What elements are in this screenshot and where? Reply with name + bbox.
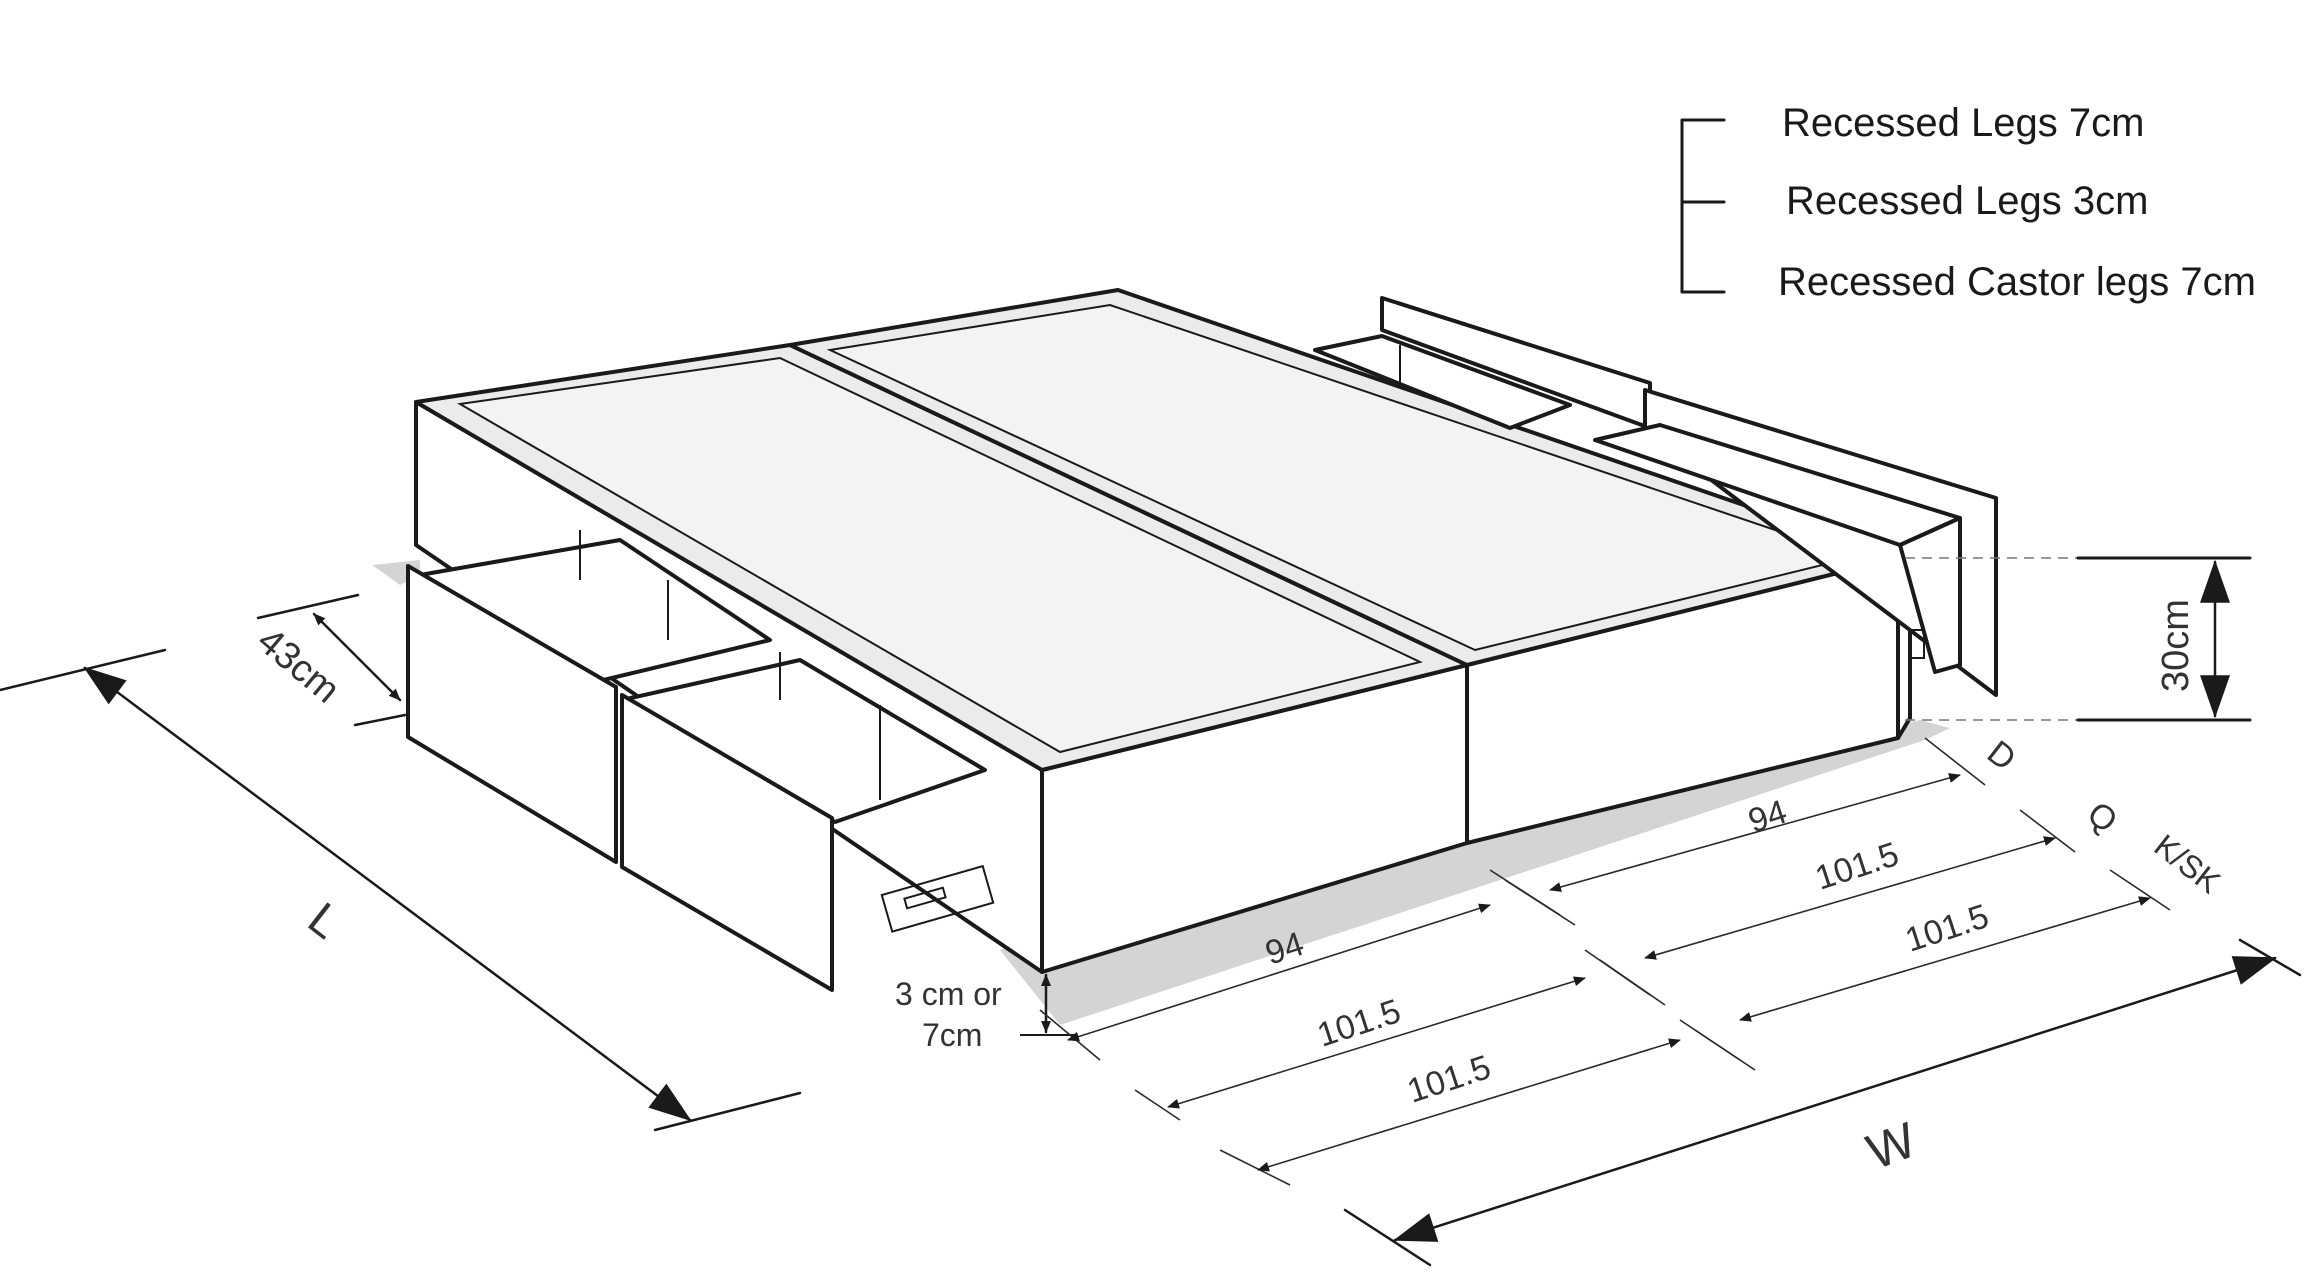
height-dimension: 30cm bbox=[1905, 556, 2252, 722]
width-label: W bbox=[1860, 1111, 1924, 1180]
legend-bracket bbox=[1680, 118, 1726, 294]
drawer-a-box bbox=[1313, 334, 1572, 430]
dim-ksk-code: K/SK bbox=[2148, 827, 2228, 900]
dim-ksk-right-line bbox=[1739, 896, 2151, 1022]
drawer-depth-dimension: 43cm bbox=[249, 593, 407, 727]
leg-height-dimension: 3 cm or 7cm bbox=[895, 973, 1075, 1053]
legend-item-legs-7cm: Recessed Legs 7cm bbox=[1782, 101, 2144, 145]
legend-item-legs-3cm: Recessed Legs 3cm bbox=[1786, 179, 2148, 223]
dim-q-code: Q bbox=[2080, 794, 2124, 840]
legend-item-castor-legs-7cm: Recessed Castor legs 7cm bbox=[1778, 260, 2256, 304]
right-drawers bbox=[1313, 296, 1998, 697]
dim-d-code: D bbox=[1980, 733, 2023, 778]
legend: Recessed Legs 7cm Recessed Legs 3cm Rece… bbox=[1680, 101, 2256, 304]
drawer-b-handle[interactable] bbox=[1909, 629, 1925, 659]
bed-base bbox=[414, 288, 1912, 974]
drawer-runner-slot bbox=[903, 886, 947, 910]
dim-q-left-label: 101.5 bbox=[1313, 992, 1406, 1054]
dim-ksk-right-label: 101.5 bbox=[1901, 897, 1994, 959]
dim-q-right-label: 101.5 bbox=[1811, 835, 1904, 897]
base-top-left-inner bbox=[457, 356, 1423, 754]
leg-height-line1: 3 cm or bbox=[895, 976, 1002, 1012]
drawer-runner bbox=[880, 864, 995, 933]
dim-d-left-line bbox=[1067, 903, 1491, 1042]
dim-ksk-left-line bbox=[1257, 1038, 1681, 1172]
height-label: 30cm bbox=[2155, 599, 2197, 692]
width-dimension: W bbox=[1343, 938, 2302, 1267]
leg-height-line2: 7cm bbox=[922, 1017, 982, 1053]
dim-d-right-line bbox=[1549, 773, 1961, 892]
length-label: L bbox=[299, 892, 351, 949]
